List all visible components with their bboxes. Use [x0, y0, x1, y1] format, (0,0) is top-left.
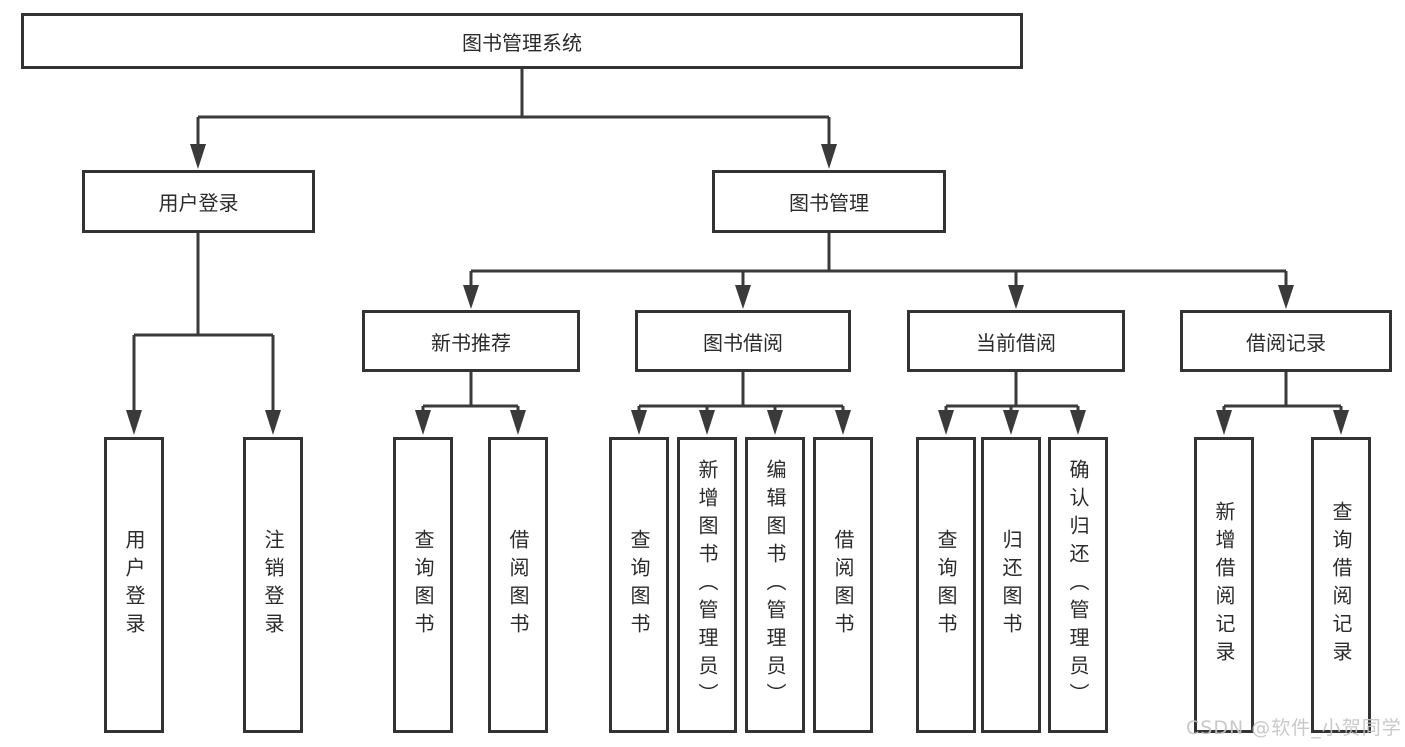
leaf-borrow-books: 借阅图书 — [813, 437, 873, 733]
arrow-down-icon — [821, 144, 837, 169]
arrow-down-icon — [631, 410, 647, 435]
arrowheads — [126, 144, 1349, 435]
node-user-login: 用户登录 — [82, 170, 315, 233]
arrow-down-icon — [1278, 285, 1294, 309]
arrow-down-icon — [699, 410, 715, 435]
arrow-down-icon — [415, 410, 431, 435]
arrow-down-icon — [1333, 410, 1349, 435]
leaf-add-borrow-record: 新增借阅记录 — [1194, 437, 1254, 733]
leaf-add-book-admin: 新增图书（管理员） — [677, 437, 737, 733]
node-book-borrow: 图书借阅 — [635, 310, 851, 372]
node-book-management: 图书管理 — [712, 170, 946, 233]
arrow-down-icon — [767, 410, 783, 435]
leaf-query-books-borrow: 查询图书 — [609, 437, 669, 733]
leaf-query-borrow-record: 查询借阅记录 — [1311, 437, 1371, 733]
arrow-down-icon — [735, 285, 751, 309]
leaf-user-login: 用户登录 — [104, 437, 164, 733]
node-new-book-recommend: 新书推荐 — [362, 310, 580, 372]
arrow-down-icon — [1070, 410, 1086, 435]
leaf-edit-book-admin: 编辑图书（管理员） — [745, 437, 805, 733]
leaf-return-books: 归还图书 — [981, 437, 1041, 733]
leaf-query-books-recommend: 查询图书 — [393, 437, 453, 733]
node-current-borrow: 当前借阅 — [907, 310, 1125, 372]
arrow-down-icon — [265, 410, 281, 435]
arrow-down-icon — [1216, 410, 1232, 435]
leaf-logout: 注销登录 — [243, 437, 303, 733]
arrow-down-icon — [126, 410, 142, 435]
arrow-down-icon — [835, 410, 851, 435]
node-library-management-system: 图书管理系统 — [21, 13, 1023, 69]
arrow-down-icon — [510, 410, 526, 435]
arrow-down-icon — [1003, 410, 1019, 435]
arrow-down-icon — [1008, 285, 1024, 309]
leaf-confirm-return-admin: 确认归还（管理员） — [1048, 437, 1108, 733]
node-borrow-records: 借阅记录 — [1180, 310, 1392, 372]
leaf-borrow-books-recommend: 借阅图书 — [488, 437, 548, 733]
arrow-down-icon — [938, 410, 954, 435]
watermark: CSDN @软件_小贺同学 — [1186, 717, 1402, 739]
leaf-query-books-current: 查询图书 — [916, 437, 976, 733]
arrow-down-icon — [463, 285, 479, 309]
arrow-down-icon — [190, 144, 206, 169]
